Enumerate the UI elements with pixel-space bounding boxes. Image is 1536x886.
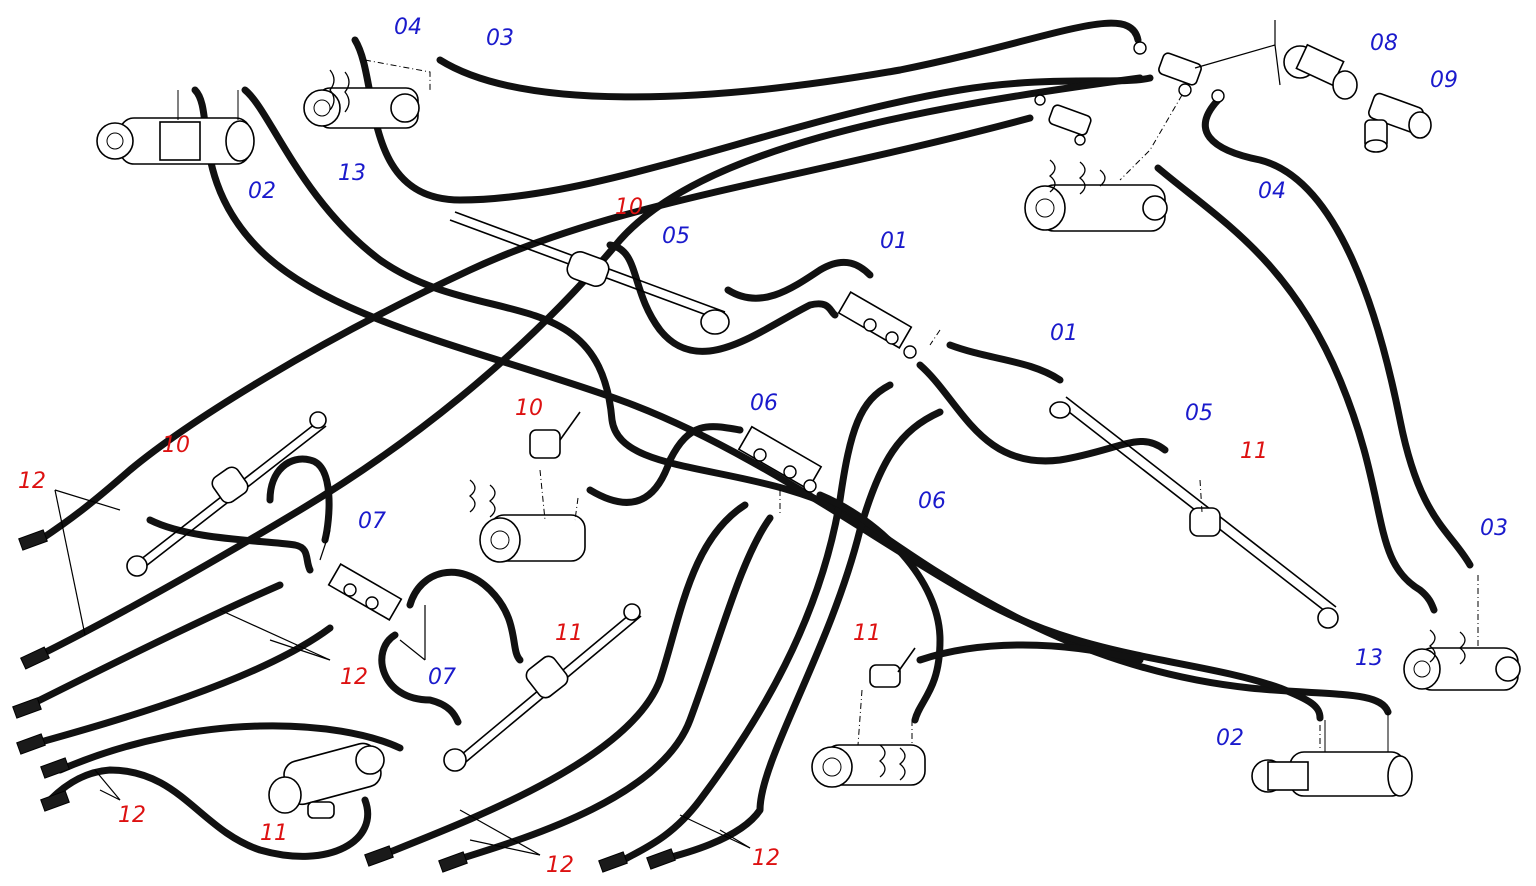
cylinder-bottom-right [1251, 712, 1413, 797]
crimp-fitting [646, 848, 676, 870]
callout-06-right: 06 [918, 489, 946, 514]
hose-12-long-a [36, 114, 1034, 544]
manifold-left [327, 563, 403, 621]
callout-10-top: 10 [615, 195, 643, 220]
callouts: 04 03 08 09 13 02 04 10 05 01 01 06 10 0… [18, 15, 1508, 878]
callout-02-top: 02 [248, 179, 276, 204]
manifold-upper [837, 291, 917, 359]
tee-fitting-top [1133, 41, 1225, 103]
hose-12-left-d [46, 766, 372, 860]
callout-01-right: 01 [1050, 321, 1078, 346]
callout-08: 08 [1370, 31, 1398, 56]
hose-12-center-b [446, 514, 774, 866]
hose-06-right-b [616, 381, 894, 866]
callout-09: 09 [1430, 68, 1458, 93]
hose-07-bottom [378, 631, 462, 726]
crimp-fitting [598, 851, 628, 873]
spring-cylinder-top-right [1024, 159, 1168, 232]
crimp-fitting [12, 697, 42, 719]
hose-01-upper [724, 258, 874, 302]
hose-05-right [916, 361, 1169, 465]
callout-07-top: 07 [358, 509, 386, 534]
hose-11-upper [916, 641, 1144, 664]
callout-11-bottom-center: 11 [853, 621, 881, 646]
hose-12-left-c [56, 722, 404, 774]
callout-11-center: 11 [555, 621, 583, 646]
crimp-fitting [20, 646, 50, 670]
hose-03-right [1201, 96, 1474, 569]
spring-cylinder-bottom-right [1403, 629, 1521, 691]
cylinder-top-left [96, 90, 255, 165]
hose-06-center [586, 423, 744, 506]
callout-13-top: 13 [338, 161, 366, 186]
hose-12-center-a [376, 501, 749, 860]
hose-13-left [241, 86, 1392, 716]
callout-05-top: 05 [662, 224, 690, 249]
spring-cylinder-bottom-left [268, 742, 385, 819]
callout-13-right: 13 [1355, 646, 1383, 671]
hose-03-top [436, 19, 1142, 101]
spring-cylinder-center [468, 411, 586, 563]
spring-cylinder-top [303, 69, 420, 129]
hose-07-lower [406, 568, 524, 664]
hose-12-long-b [36, 74, 1144, 659]
long-cylinder-right [1049, 396, 1339, 629]
crimp-fitting [18, 529, 48, 551]
callout-03-top: 03 [486, 26, 514, 51]
callout-03-right: 03 [1480, 516, 1508, 541]
callout-12-left-mid: 12 [340, 665, 368, 690]
crimp-fitting [40, 757, 70, 779]
callout-12-left-bottom: 12 [118, 803, 146, 828]
components [96, 41, 1521, 819]
crimp-fitting [40, 790, 70, 812]
callout-11-right: 11 [1240, 439, 1268, 464]
callout-06-center: 06 [750, 391, 778, 416]
fitting-09 [1364, 92, 1432, 153]
manifold-center [737, 425, 823, 493]
callout-02-right: 02 [1216, 726, 1244, 751]
fitting-08 [1283, 43, 1358, 100]
hose-05-upper [606, 241, 839, 355]
callout-12-left-top: 12 [18, 469, 46, 494]
hose-02-left [191, 86, 1324, 722]
callout-04-top: 04 [394, 15, 422, 40]
hose-12-left-b [26, 624, 334, 749]
hose-end-fittings [12, 529, 676, 873]
hose-01-right [946, 341, 1064, 384]
callout-04-right: 04 [1258, 179, 1286, 204]
centerlines [364, 59, 1479, 748]
callout-05-right: 05 [1185, 401, 1213, 426]
crimp-fitting [438, 851, 468, 873]
crimp-fitting [364, 845, 394, 867]
callout-12-bottom-center: 12 [546, 853, 574, 878]
callout-12-bottom-right: 12 [752, 846, 780, 871]
cylinder-left-11 [443, 603, 642, 772]
leader-lines [54, 20, 1281, 856]
hose-04-top [351, 36, 1154, 204]
long-cylinder-center [449, 211, 730, 335]
hose-center-to-11 [816, 491, 944, 724]
hose-07-left [146, 516, 314, 574]
crimp-fitting [16, 733, 46, 755]
callout-10-center: 10 [515, 396, 543, 421]
callout-07-bottom: 07 [428, 665, 456, 690]
callout-01-top: 01 [880, 229, 908, 254]
tee-fitting-mid [1034, 94, 1092, 146]
spring-cylinder-bottom-center [811, 647, 926, 788]
callout-11-bottom-left: 11 [260, 821, 288, 846]
hose-07-upper [266, 455, 333, 544]
cylinder-left-10 [126, 411, 327, 577]
callout-10-left: 10 [162, 433, 190, 458]
hose-04-right [1154, 164, 1438, 614]
hose-12-left-a [26, 581, 284, 709]
